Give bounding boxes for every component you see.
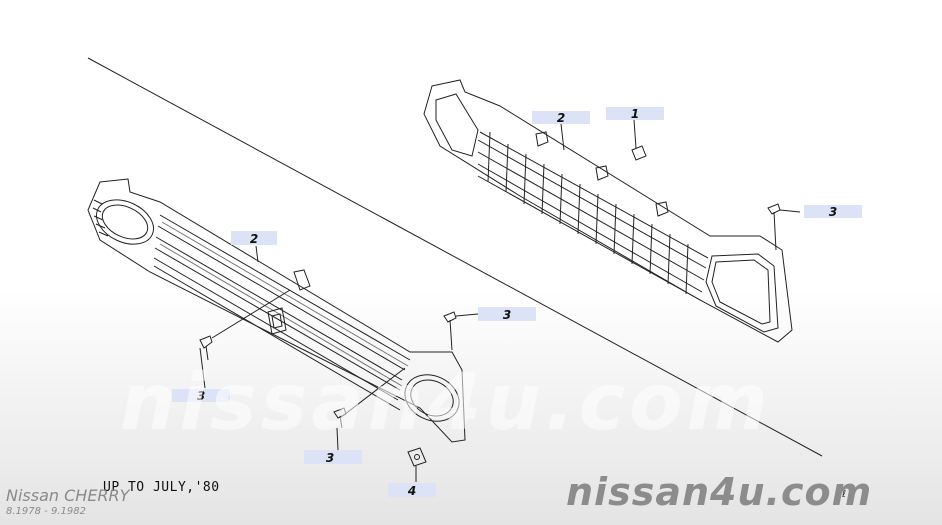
clip-screw-left-2 <box>443 311 457 351</box>
callout-2-right: 2 <box>532 111 590 125</box>
model-years: 8.1978 - 9.1982 <box>6 506 86 517</box>
callout-3-right: 3 <box>804 205 862 219</box>
callout-3-left-right: 3 <box>478 307 536 322</box>
callout-3-center: 3 <box>304 450 362 465</box>
svg-text:4: 4 <box>407 484 416 498</box>
applicability-note: UP TO JULY,'80 <box>103 480 220 495</box>
svg-text:3: 3 <box>326 451 334 465</box>
grille-early <box>87 178 466 443</box>
clip-screw-left-1 <box>199 335 213 361</box>
svg-text:3: 3 <box>197 389 205 403</box>
leaders-right <box>560 119 801 213</box>
svg-text:2: 2 <box>557 111 565 125</box>
clip-nut-4 <box>407 447 427 467</box>
leaders-left <box>199 245 479 482</box>
callout-3-left-bottom: 3 <box>172 389 230 403</box>
svg-text:3: 3 <box>503 308 511 322</box>
clip-1 <box>631 145 647 161</box>
model-name: Nissan CHERRY <box>6 486 130 505</box>
callout-1: 1 <box>606 107 664 121</box>
divider-line <box>87 57 823 457</box>
callout-4: 4 <box>388 483 436 498</box>
svg-text:2: 2 <box>250 232 258 246</box>
corner-mark: ℓ <box>842 489 847 500</box>
watermark-brand: nissan4u.com <box>566 470 873 514</box>
svg-text:3: 3 <box>829 205 837 219</box>
watermark-large: nissan4u.com <box>120 358 772 448</box>
svg-text:1: 1 <box>631 107 639 121</box>
callout-2-left: 2 <box>231 231 277 246</box>
grille-late <box>423 79 793 343</box>
